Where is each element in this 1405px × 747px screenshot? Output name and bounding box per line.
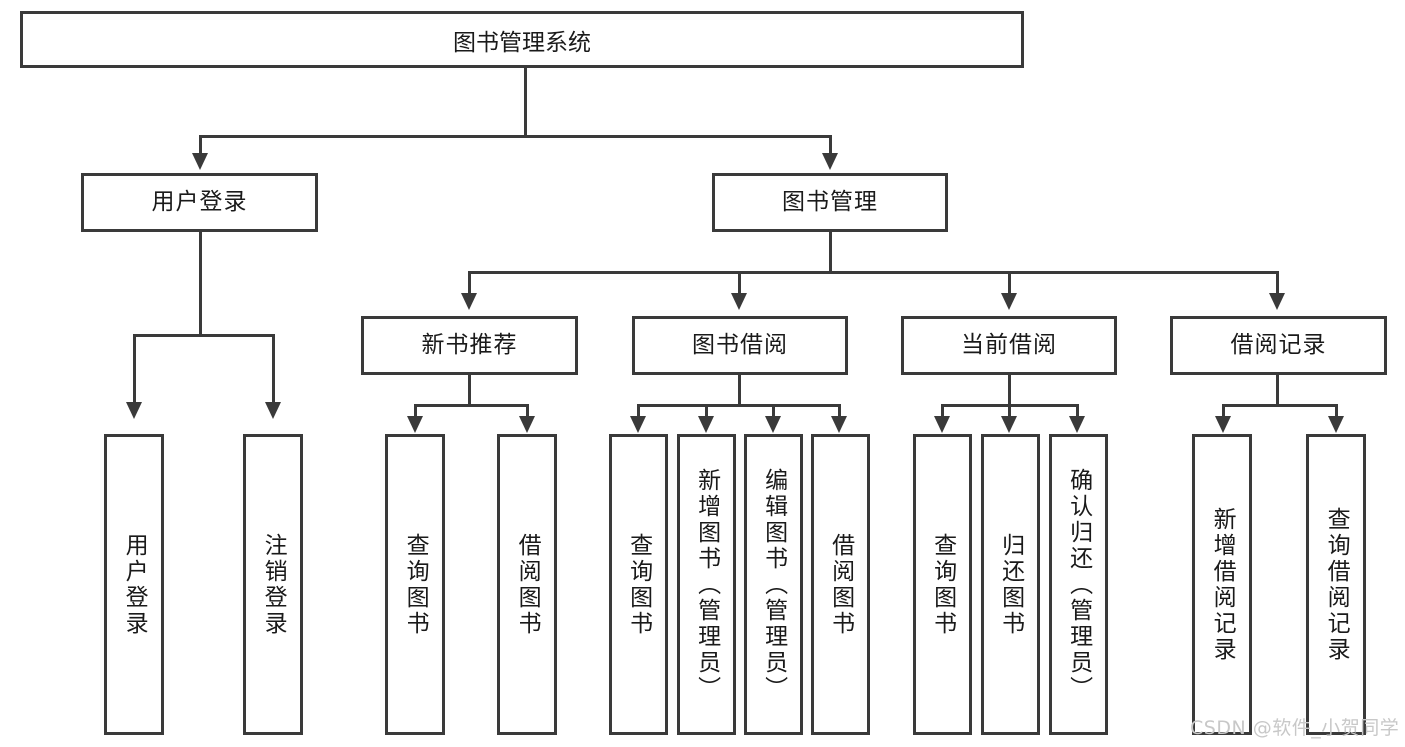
node-label: 图书管理 xyxy=(782,188,878,215)
arrow-down-icon xyxy=(407,416,423,433)
arrow-down-icon xyxy=(1215,416,1231,433)
connector-book-borrow-leg-1 xyxy=(637,404,640,418)
connector-book-borrow-trunk xyxy=(738,375,741,406)
leaf-book-borrow-query-book[interactable]: 查询图书 xyxy=(609,434,668,735)
leaf-borrow-records-query-record[interactable]: 查询借阅记录 xyxy=(1306,434,1366,735)
connector-book-management-leg-3 xyxy=(1008,271,1011,295)
node-label: 查询图书 xyxy=(402,532,429,637)
arrow-down-icon xyxy=(1328,416,1344,433)
connector-user-login-leg-2 xyxy=(272,334,275,404)
node-label: 用户登录 xyxy=(121,532,148,637)
connector-book-borrow-leg-2 xyxy=(705,404,708,418)
leaf-borrow-records-add-record[interactable]: 新增借阅记录 xyxy=(1192,434,1252,735)
node-current-borrow[interactable]: 当前借阅 xyxy=(901,316,1117,375)
connector-root-bar xyxy=(199,135,832,138)
connector-user-login-bar xyxy=(133,334,275,337)
node-label: 查询图书 xyxy=(929,532,956,637)
connector-book-management-bar xyxy=(468,271,1279,274)
node-book-borrow[interactable]: 图书借阅 xyxy=(632,316,848,375)
connector-book-borrow-leg-4 xyxy=(838,404,841,418)
connector-book-management-leg-2 xyxy=(738,271,741,295)
connector-book-management-leg-4 xyxy=(1276,271,1279,295)
arrow-down-icon xyxy=(126,402,142,419)
arrow-down-icon xyxy=(731,293,747,310)
leaf-new-book-query-book[interactable]: 查询图书 xyxy=(385,434,445,735)
node-label: 查询借阅记录 xyxy=(1323,506,1350,663)
node-label: 注销登录 xyxy=(260,532,287,637)
node-new-book-recommend[interactable]: 新书推荐 xyxy=(361,316,578,375)
connector-borrow-records-trunk xyxy=(1276,375,1279,406)
arrow-down-icon xyxy=(765,416,781,433)
leaf-current-borrow-query-book[interactable]: 查询图书 xyxy=(913,434,972,735)
connector-new-book-trunk xyxy=(468,375,471,406)
node-label: 查询图书 xyxy=(625,532,652,637)
node-label: 编辑图书（管理员） xyxy=(760,467,787,702)
node-label: 确认归还（管理员） xyxy=(1065,467,1092,702)
connector-current-borrow-leg-1 xyxy=(941,404,944,418)
arrow-down-icon xyxy=(192,153,208,170)
arrow-down-icon xyxy=(1001,416,1017,433)
leaf-current-borrow-confirm-return-admin[interactable]: 确认归还（管理员） xyxy=(1049,434,1108,735)
arrow-down-icon xyxy=(822,153,838,170)
connector-root-to-user-login xyxy=(199,135,202,155)
connector-book-borrow-bar xyxy=(637,404,841,407)
node-label: 新增图书（管理员） xyxy=(693,467,720,702)
arrow-down-icon xyxy=(519,416,535,433)
connector-borrow-records-bar xyxy=(1222,404,1338,407)
node-borrow-records[interactable]: 借阅记录 xyxy=(1170,316,1387,375)
watermark-text: CSDN @软件_小贺同学 xyxy=(1190,717,1400,739)
arrow-down-icon xyxy=(630,416,646,433)
connector-current-borrow-leg-3 xyxy=(1076,404,1079,418)
connector-user-login-trunk xyxy=(199,232,202,336)
node-label: 归还图书 xyxy=(997,532,1024,637)
connector-book-management-trunk xyxy=(829,232,832,274)
leaf-user-login-logout[interactable]: 注销登录 xyxy=(243,434,303,735)
node-label: 新增借阅记录 xyxy=(1209,506,1236,663)
connector-new-book-leg-2 xyxy=(526,404,529,418)
node-label: 新书推荐 xyxy=(421,331,518,358)
connector-borrow-records-leg-2 xyxy=(1335,404,1338,418)
arrow-down-icon xyxy=(934,416,950,433)
leaf-new-book-borrow-book[interactable]: 借阅图书 xyxy=(497,434,557,735)
arrow-down-icon xyxy=(698,416,714,433)
arrow-down-icon xyxy=(265,402,281,419)
node-user-login[interactable]: 用户登录 xyxy=(81,173,318,232)
arrow-down-icon xyxy=(1269,293,1285,310)
node-label: 借阅记录 xyxy=(1230,331,1327,358)
connector-book-borrow-leg-3 xyxy=(772,404,775,418)
node-root-book-management-system[interactable]: 图书管理系统 xyxy=(20,11,1024,68)
connector-root-trunk xyxy=(524,68,527,137)
arrow-down-icon xyxy=(461,293,477,310)
leaf-current-borrow-return-book[interactable]: 归还图书 xyxy=(981,434,1040,735)
connector-book-management-leg-1 xyxy=(468,271,471,295)
arrow-down-icon xyxy=(831,416,847,433)
arrow-down-icon xyxy=(1001,293,1017,310)
arrow-down-icon xyxy=(1069,416,1085,433)
connector-user-login-leg-1 xyxy=(133,334,136,404)
leaf-user-login-login[interactable]: 用户登录 xyxy=(104,434,164,735)
connector-borrow-records-leg-1 xyxy=(1222,404,1225,418)
node-label: 图书借阅 xyxy=(692,331,788,358)
connector-current-borrow-trunk xyxy=(1008,375,1011,406)
connector-current-borrow-leg-2 xyxy=(1008,404,1011,418)
node-label: 借阅图书 xyxy=(514,532,541,637)
connector-root-to-book-management xyxy=(829,135,832,155)
node-label: 图书管理系统 xyxy=(453,29,591,56)
connector-new-book-bar xyxy=(414,404,529,407)
leaf-book-borrow-edit-book-admin[interactable]: 编辑图书（管理员） xyxy=(744,434,803,735)
node-label: 当前借阅 xyxy=(961,331,1057,358)
connector-new-book-leg-1 xyxy=(414,404,417,418)
leaf-book-borrow-borrow-book[interactable]: 借阅图书 xyxy=(811,434,870,735)
leaf-book-borrow-add-book-admin[interactable]: 新增图书（管理员） xyxy=(677,434,736,735)
node-label: 用户登录 xyxy=(151,188,248,215)
node-book-management[interactable]: 图书管理 xyxy=(712,173,948,232)
node-label: 借阅图书 xyxy=(827,532,854,637)
